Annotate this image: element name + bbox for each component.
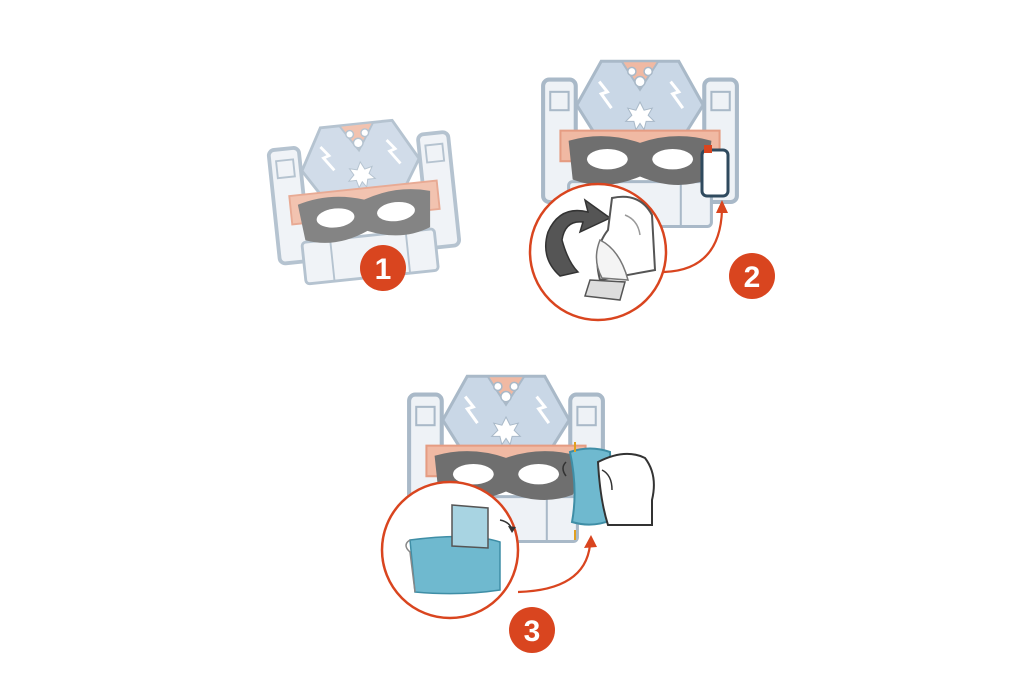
step-2-number: 2 bbox=[744, 261, 761, 294]
step-3-connector-arrow bbox=[517, 544, 592, 594]
step-3: 3 bbox=[380, 376, 655, 653]
step-1-badge: 1 bbox=[360, 245, 406, 291]
step-2: 2 bbox=[528, 61, 775, 322]
step-1-number: 1 bbox=[375, 253, 392, 286]
sticker-icon bbox=[584, 238, 629, 301]
foil-icon bbox=[405, 504, 516, 595]
detail-circle-2 bbox=[528, 182, 668, 322]
hand-icon bbox=[596, 452, 655, 526]
curved-arrow-icon bbox=[545, 198, 612, 277]
detail-circle-3 bbox=[380, 480, 520, 620]
step-3-badge: 3 bbox=[509, 607, 555, 653]
step-2-connector-arrow bbox=[663, 209, 724, 274]
step-1: 1 bbox=[264, 112, 464, 291]
step-3-number: 3 bbox=[524, 615, 541, 648]
step-2-badge: 2 bbox=[729, 253, 775, 299]
sticker-tab-highlight bbox=[700, 148, 730, 198]
